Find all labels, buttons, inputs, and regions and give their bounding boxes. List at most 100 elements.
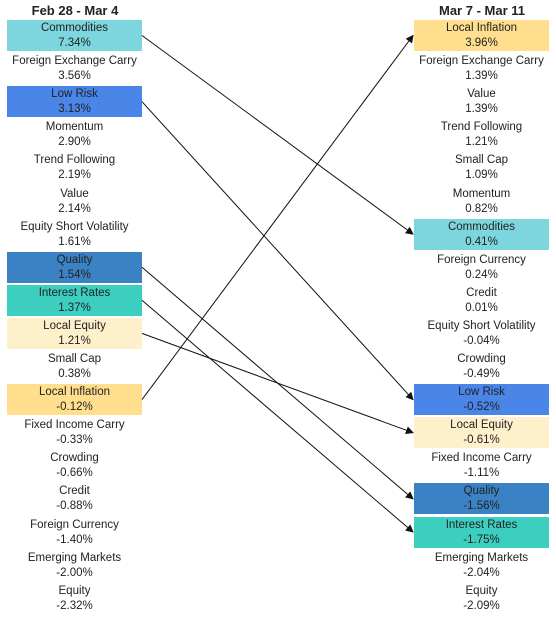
left-item-local-inflation: Local Inflation -0.12% [7, 384, 142, 416]
item-name: Equity [465, 584, 498, 597]
right-item-momentum: Momentum 0.82% [414, 186, 549, 217]
item-value: 2.90% [58, 136, 91, 149]
item-name: Commodities [447, 220, 516, 233]
left-column-title: Feb 28 - Mar 4 [31, 3, 119, 18]
item-value: 3.56% [58, 70, 91, 83]
left-item-equity-short-volatility: Equity Short Volatility 1.61% [7, 219, 142, 250]
item-value: -2.32% [56, 599, 93, 612]
item-value: -0.12% [56, 401, 93, 414]
right-item-fixed-income-carry: Fixed Income Carry -1.11% [414, 450, 549, 481]
left-item-trend-following: Trend Following 2.19% [7, 152, 142, 183]
right-item-low-risk: Low Risk -0.52% [414, 384, 549, 416]
item-name: Value [60, 187, 89, 200]
item-name: Trend Following [33, 154, 116, 167]
item-name: Small Cap [47, 353, 102, 365]
item-name: Momentum [45, 121, 104, 134]
item-value: -0.33% [56, 434, 93, 447]
left-item-quality: Quality 1.54% [7, 251, 142, 283]
item-value: 1.09% [465, 169, 498, 182]
item-value: -1.11% [463, 467, 500, 480]
item-name: Crowding [50, 452, 99, 465]
right-item-interest-rates: Interest Rates -1.75% [414, 516, 549, 548]
item-value: 1.21% [58, 334, 91, 347]
item-value: -0.04% [463, 334, 500, 347]
right-item-trend-following: Trend Following 1.21% [414, 119, 549, 150]
right-column-title: Mar 7 - Mar 11 [439, 3, 525, 18]
item-name: Credit [466, 286, 497, 299]
right-item-small-cap: Small Cap 1.09% [414, 152, 549, 183]
item-name: Local Equity [43, 319, 106, 332]
item-value: 3.13% [58, 103, 91, 116]
item-value: 7.34% [58, 37, 91, 49]
left-item-foreign-currency: Foreign Currency-1.40% [7, 517, 142, 548]
item-value: 0.41% [465, 235, 498, 248]
item-value: -0.52% [463, 401, 500, 414]
item-name: Equity Short Volatility [20, 220, 129, 233]
item-name: Low Risk [458, 386, 505, 399]
item-value: -2.09% [463, 599, 500, 612]
item-name: Equity [58, 584, 91, 597]
right-item-commodities: Commodities 0.41% [414, 218, 549, 250]
right-item-quality: Quality -1.56% [414, 483, 549, 515]
item-name: Value [467, 88, 496, 101]
left-item-fixed-income-carry: Fixed Income Carry -0.33% [7, 417, 142, 448]
item-name: Low Risk [51, 88, 98, 101]
item-name: Crowding [457, 353, 506, 365]
item-name: Foreign Exchange Carry [419, 55, 544, 68]
item-name: Momentum [452, 187, 511, 200]
left-item-small-cap: Small Cap 0.38% [7, 351, 142, 382]
item-value: 2.14% [58, 202, 91, 215]
item-name: Interest Rates [445, 518, 518, 531]
item-name: Interest Rates [38, 286, 111, 299]
right-item-emerging-markets: Emerging Markets-2.04% [414, 550, 549, 581]
item-name: Quality [56, 253, 93, 266]
item-name: Fixed Income Carry [24, 419, 125, 432]
right-item-local-equity: Local Equity -0.61% [414, 417, 549, 449]
arrow-local-equity [141, 332, 414, 435]
item-name: Foreign Exchange Carry [12, 55, 137, 68]
arrow-interest-rates [141, 299, 414, 533]
right-item-credit: Credit 0.01% [414, 285, 549, 316]
item-value: 0.01% [465, 301, 498, 314]
right-item-equity: Equity -2.09% [414, 583, 549, 614]
item-name: Local Inflation [39, 386, 110, 399]
item-value: -1.56% [463, 500, 500, 513]
item-value: 1.21% [465, 136, 498, 149]
item-value: -0.61% [463, 434, 500, 447]
item-value: -0.66% [56, 467, 93, 480]
left-item-local-equity: Local Equity 1.21% [7, 317, 142, 349]
item-value: 0.38% [58, 368, 91, 380]
left-item-momentum: Momentum 2.90% [7, 119, 142, 150]
item-name: Trend Following [440, 121, 523, 134]
item-name: Small Cap [454, 154, 509, 167]
item-value: -2.04% [463, 566, 500, 579]
right-item-foreign-currency: Foreign Currency 0.24% [414, 252, 549, 283]
left-item-low-risk: Low Risk 3.13% [7, 86, 142, 118]
item-value: 0.24% [465, 268, 498, 281]
item-name: Local Equity [450, 419, 513, 432]
item-name: Emerging Markets [27, 551, 122, 564]
item-name: Fixed Income Carry [431, 452, 532, 465]
item-value: 2.19% [58, 169, 91, 182]
item-value: 1.61% [58, 235, 91, 248]
item-value: 1.54% [58, 268, 91, 281]
left-item-emerging-markets: Emerging Markets -2.00% [7, 550, 142, 581]
item-name: Quality [463, 485, 500, 498]
left-item-crowding: Crowding -0.66% [7, 450, 142, 481]
left-item-credit: Credit-0.88% [7, 483, 142, 514]
item-name: Commodities [40, 22, 109, 34]
item-value: -2.00% [56, 566, 93, 579]
item-value: -1.75% [463, 533, 500, 546]
arrow-low-risk [141, 101, 414, 401]
left-item-equity: Equity -2.32% [7, 583, 142, 614]
item-name: Foreign Currency [30, 518, 119, 531]
item-value: 0.82% [465, 202, 498, 215]
item-name: Foreign Currency [437, 253, 526, 266]
item-value: 1.37% [58, 301, 91, 314]
item-value: -0.88% [56, 500, 93, 513]
item-name: Equity Short Volatility [427, 319, 536, 332]
